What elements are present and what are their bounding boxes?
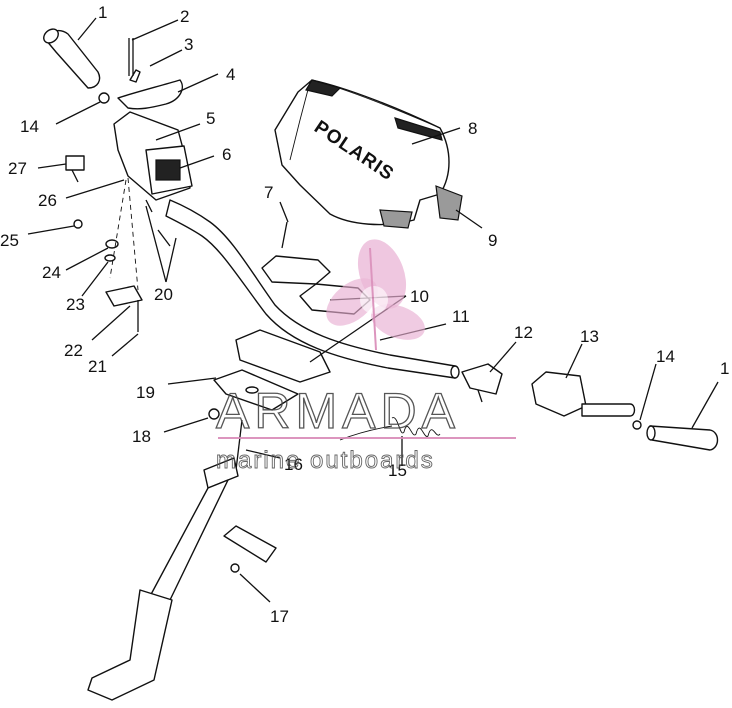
- callout-1-left: 1: [98, 3, 107, 22]
- stub-tube: [223, 525, 277, 573]
- callout-16: 16: [284, 455, 303, 474]
- watermark-logo: [326, 239, 425, 351]
- callout-9: 9: [488, 231, 497, 250]
- callout-21: 21: [88, 357, 107, 376]
- watermark-subtitle: marine outboards: [216, 447, 435, 474]
- watermark-title: ARMADA: [216, 383, 460, 439]
- leader-lines: [27, 17, 719, 603]
- callout-27: 27: [8, 159, 27, 178]
- callout-5: 5: [206, 109, 215, 128]
- callout-2: 2: [180, 7, 189, 26]
- callout-14-left: 14: [20, 117, 39, 136]
- callout-25: 25: [0, 231, 19, 250]
- callout-24: 24: [42, 263, 61, 282]
- callout-20: 20: [154, 285, 173, 304]
- throttle-housing: [113, 38, 193, 201]
- callout-7: 7: [264, 183, 273, 202]
- lower-clamp: [208, 329, 331, 420]
- callout-3: 3: [184, 35, 193, 54]
- callout-26: 26: [38, 191, 57, 210]
- handlebar-tube: [165, 199, 460, 379]
- callout-23: 23: [66, 295, 85, 314]
- watermark: ARMADA marine outboards: [215, 239, 516, 474]
- callout-6: 6: [222, 145, 231, 164]
- right-controls: [461, 363, 719, 451]
- left-handgrip: [43, 28, 101, 89]
- callout-10: 10: [410, 287, 429, 306]
- callout-17: 17: [270, 607, 289, 626]
- left-hardware: [65, 92, 171, 332]
- callout-14-right: 14: [656, 347, 675, 366]
- callout-13: 13: [580, 327, 599, 346]
- callout-19: 19: [136, 383, 155, 402]
- callout-22: 22: [64, 341, 83, 360]
- steering-post: [87, 419, 243, 701]
- callout-1-right: 1: [720, 359, 729, 378]
- callout-labels: 1 2 3 4 5 6 7 8 9 10 11 12 13 14 14 15 1…: [0, 3, 729, 626]
- callout-8: 8: [468, 119, 477, 138]
- callout-12: 12: [514, 323, 533, 342]
- callout-4: 4: [226, 65, 235, 84]
- callout-15: 15: [388, 461, 407, 480]
- callout-18: 18: [132, 427, 151, 446]
- callout-11: 11: [452, 307, 470, 326]
- hood-cover: POLARIS: [274, 79, 463, 229]
